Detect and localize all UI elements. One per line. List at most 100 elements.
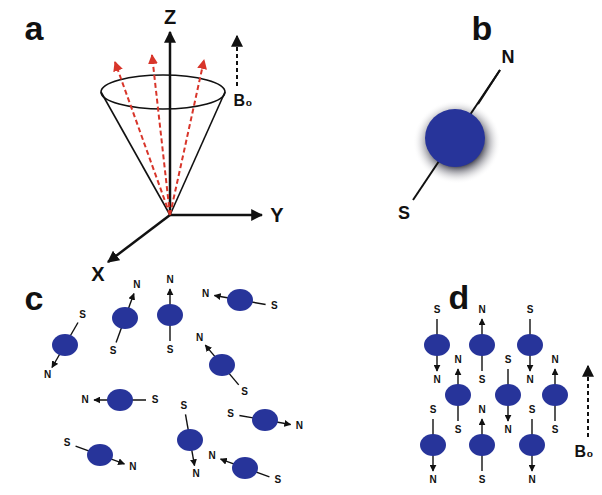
pole-label: N <box>196 333 203 343</box>
field-label: B₀ <box>575 444 594 460</box>
nucleus <box>469 434 495 456</box>
spin-group <box>52 289 568 479</box>
pole-label: N <box>504 425 511 435</box>
pole-label: N <box>429 475 436 485</box>
field-arrow <box>587 366 589 437</box>
nucleus <box>420 434 446 456</box>
pole-label: S <box>79 310 86 320</box>
pole-label: S <box>505 355 512 365</box>
nuclear-spin <box>112 294 138 343</box>
pole-label: N <box>478 405 485 415</box>
pole-label: N <box>478 305 485 315</box>
nuclear-spin <box>94 389 146 411</box>
nucleus <box>542 384 568 406</box>
spinning-nucleus <box>425 109 485 167</box>
spin-vector <box>170 60 204 215</box>
nuclear-spin <box>424 319 450 371</box>
precession-cone-rim <box>101 75 225 109</box>
axis-label: Z <box>164 7 176 27</box>
pole-label: N <box>129 462 136 472</box>
pole-label: S <box>110 346 117 356</box>
nucleus <box>495 384 521 406</box>
nuclear-spin <box>420 419 446 471</box>
pole-label: N <box>502 48 515 66</box>
pole-label: N <box>526 375 533 385</box>
pole-label: S <box>434 305 441 315</box>
pole-label: S <box>181 401 188 411</box>
pole-label: S <box>455 425 462 435</box>
nucleus <box>232 457 258 479</box>
nucleus <box>107 389 133 411</box>
nucleus <box>424 334 450 356</box>
nucleus <box>252 409 278 431</box>
nuclear-spin <box>214 289 265 311</box>
spin-axis <box>478 70 500 104</box>
panel-letter: b <box>472 11 493 45</box>
spin-axis <box>205 345 238 385</box>
nuclear-spin <box>221 457 270 479</box>
panel-letter: a <box>25 11 44 45</box>
axis-label: Y <box>270 205 283 225</box>
field-arrow <box>236 36 238 86</box>
nucleus <box>157 304 183 326</box>
nucleus <box>87 444 113 466</box>
nucleus <box>52 334 78 356</box>
pole-label: S <box>241 387 248 397</box>
pole-label: S <box>167 345 174 355</box>
nucleus <box>469 334 495 356</box>
nucleus <box>519 434 545 456</box>
spin-vector <box>152 55 170 215</box>
spin-axis <box>52 322 78 367</box>
nuclear-spin <box>76 444 125 466</box>
panel-letter: c <box>25 281 44 315</box>
nuclear-spin <box>177 414 203 465</box>
spin-axis <box>413 70 500 200</box>
nucleus <box>177 429 203 451</box>
pole-label: S <box>479 375 486 385</box>
panel-b-drawing <box>413 70 501 200</box>
pole-label: S <box>398 204 410 222</box>
x-axis <box>108 215 170 262</box>
nucleus <box>227 289 253 311</box>
pole-label: S <box>152 395 159 405</box>
pole-label: N <box>296 421 303 431</box>
pole-label: N <box>551 355 558 365</box>
nuclear-spin <box>517 319 543 371</box>
nuclear-spin <box>519 419 545 471</box>
pole-label: N <box>81 395 88 405</box>
pole-label: N <box>454 355 461 365</box>
nuclear-spin <box>239 409 290 431</box>
panel-letter: d <box>449 280 470 314</box>
nuclear-spin <box>469 419 495 471</box>
nucleus <box>517 334 543 356</box>
nuclear-spin <box>52 322 78 367</box>
pole-label: N <box>208 451 215 461</box>
cone-side <box>170 92 225 215</box>
pole-label: S <box>227 409 234 419</box>
pole-label: N <box>202 289 209 299</box>
pole-label: S <box>430 405 437 415</box>
pole-label: S <box>271 301 278 311</box>
nuclear-spin <box>495 369 521 421</box>
nuclear-spin <box>542 369 568 421</box>
pole-label: S <box>275 475 282 485</box>
cone-side <box>101 92 170 215</box>
nuclear-spin <box>445 369 471 421</box>
pole-label: N <box>44 370 51 380</box>
nucleus <box>112 307 138 329</box>
pole-label: N <box>192 469 199 479</box>
field-label: B₀ <box>234 93 253 109</box>
y-axis <box>170 214 262 217</box>
nucleus <box>445 384 471 406</box>
pole-label: S <box>529 405 536 415</box>
pole-label: N <box>433 375 440 385</box>
z-axis <box>169 32 172 215</box>
nuclear-spin <box>157 289 183 341</box>
pole-label: S <box>64 438 71 448</box>
pole-label: N <box>133 280 140 290</box>
pole-label: S <box>479 475 486 485</box>
pole-label: N <box>528 475 535 485</box>
nuclear-spin <box>469 319 495 371</box>
